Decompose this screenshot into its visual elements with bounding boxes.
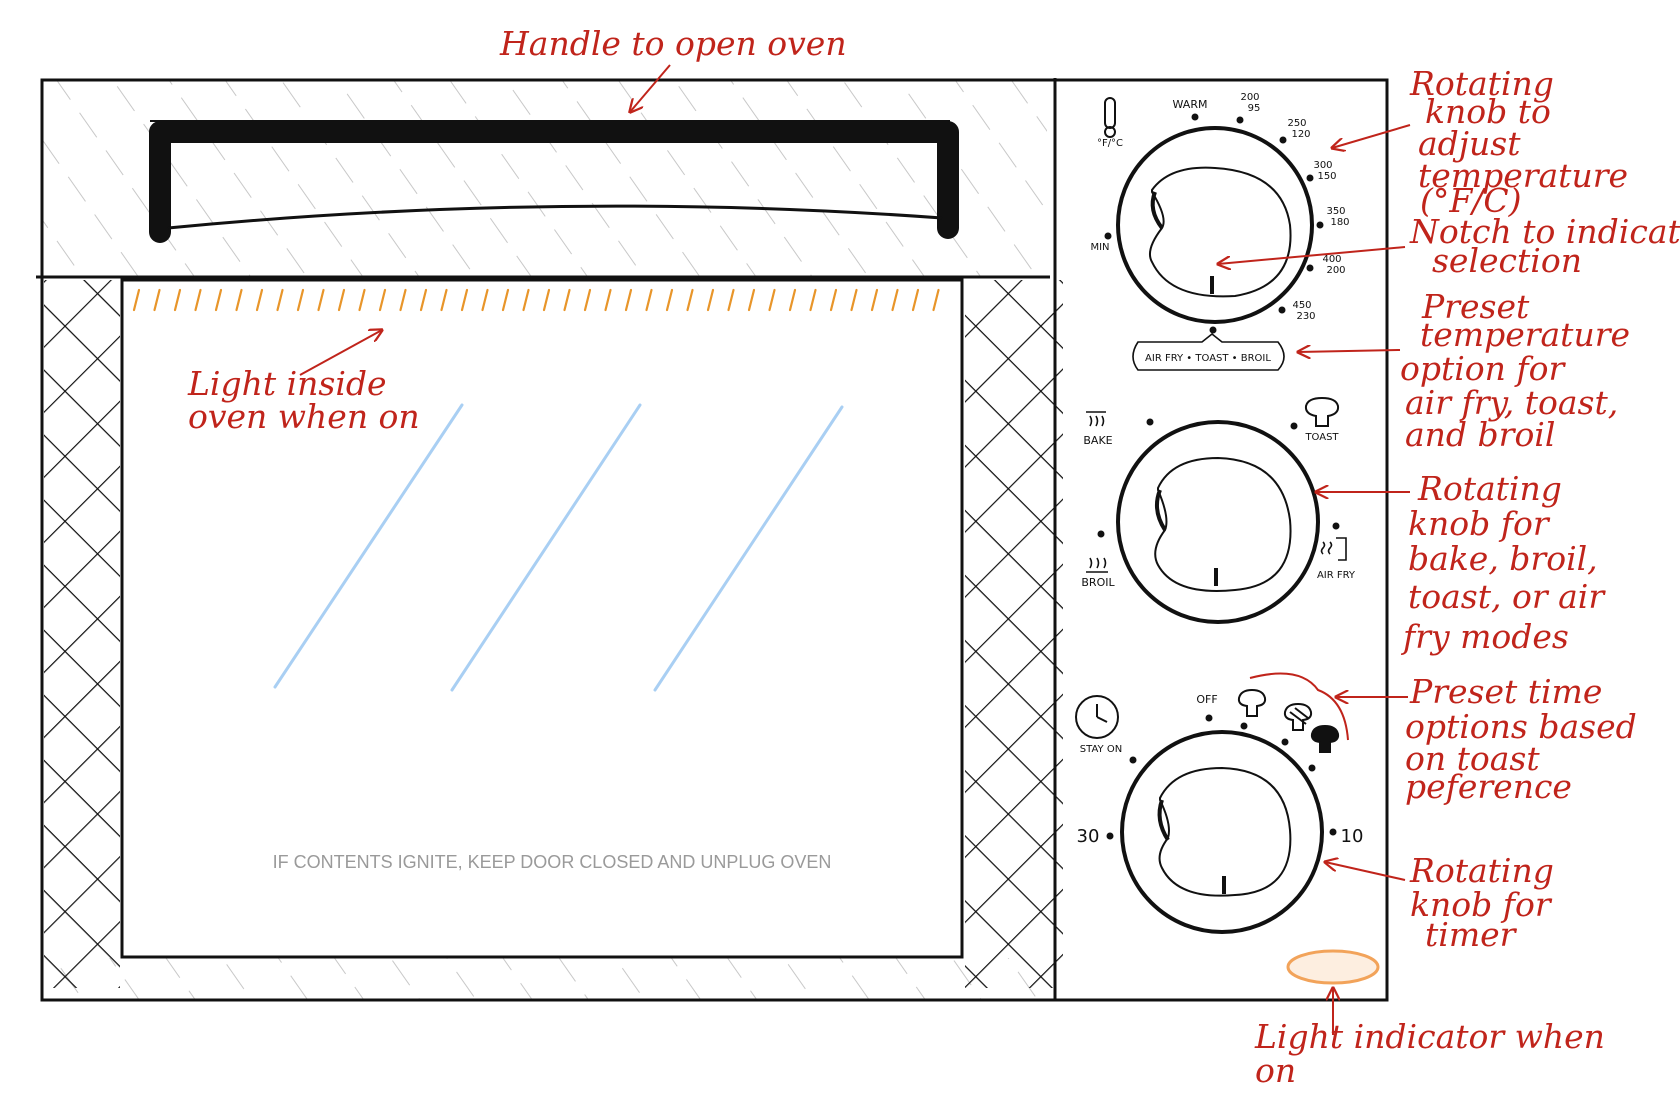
bake-label: BAKE — [1083, 434, 1112, 447]
svg-text:on: on — [1255, 1051, 1296, 1090]
annotation-preset-temp: Preset temperature option for air fry, t… — [1298, 287, 1630, 454]
temp-tick-c: 200 — [1326, 265, 1345, 276]
svg-text:and broil: and broil — [1405, 415, 1555, 454]
svg-text:bake, broil,: bake, broil, — [1408, 539, 1598, 578]
preset-temperature-label: AIR FRY • TOAST • BROIL — [1133, 334, 1284, 370]
broil-heat-icon — [1086, 558, 1108, 572]
bottom-hatch-area — [42, 958, 1047, 1000]
timer-30-label: 30 — [1077, 826, 1100, 847]
temp-tick-f: 250 — [1287, 118, 1306, 129]
control-panel: °F/°C WARM MIN 2009525012030015035018040… — [1076, 92, 1378, 983]
temp-tick-c: 230 — [1296, 311, 1315, 322]
thermometer-icon — [1105, 98, 1115, 137]
door-warning-text: IF CONTENTS IGNITE, KEEP DOOR CLOSED AND… — [273, 852, 832, 872]
air-fry-label: AIR FRY — [1317, 570, 1356, 581]
svg-text:fry modes: fry modes — [1400, 617, 1569, 656]
temp-warm-label: WARM — [1173, 98, 1208, 111]
temp-min-label: MIN — [1090, 242, 1109, 253]
bake-heat-icon — [1086, 412, 1106, 426]
svg-text:Rotating: Rotating — [1417, 469, 1562, 508]
temp-tick-c: 95 — [1248, 103, 1261, 114]
power-indicator-light — [1288, 951, 1378, 983]
temperature-knob[interactable] — [1118, 128, 1312, 322]
annotation-indicator: Light indicator when on — [1254, 988, 1605, 1090]
temperature-knob-group: °F/°C WARM MIN 2009525012030015035018040… — [1090, 92, 1349, 370]
timer-knob-group: STAY ON OFF 30 — [1076, 674, 1363, 932]
svg-text:Light indicator when: Light indicator when — [1254, 1017, 1605, 1056]
clock-icon — [1076, 696, 1118, 738]
temp-tick-f: 450 — [1292, 300, 1311, 311]
timer-off-label: OFF — [1196, 693, 1217, 706]
right-crosshatch-panel — [965, 280, 1063, 988]
annotation-preset-time: Preset time options based on toast pefer… — [1336, 672, 1637, 806]
temp-tick-f: 200 — [1240, 92, 1259, 103]
left-crosshatch-panel — [44, 280, 120, 988]
temp-tick-c: 150 — [1317, 171, 1336, 182]
timer-10-label: 10 — [1341, 826, 1364, 847]
svg-text:peference: peference — [1405, 767, 1572, 806]
toast-label: TOAST — [1304, 432, 1339, 443]
mode-knob-group: BAKE TOAST BROIL AIR FRY — [1081, 398, 1356, 622]
svg-text:toast, or air: toast, or air — [1408, 577, 1606, 616]
medium-toast-icon — [1285, 704, 1311, 730]
temp-unit-label: °F/°C — [1097, 138, 1123, 149]
top-hatch-area — [42, 80, 1047, 277]
toast-icon — [1306, 398, 1338, 426]
temp-tick-f: 350 — [1326, 206, 1345, 217]
svg-text:AIR FRY • TOAST • BROIL: AIR FRY • TOAST • BROIL — [1145, 353, 1271, 364]
svg-text:Preset time: Preset time — [1409, 672, 1602, 711]
broil-label: BROIL — [1081, 576, 1115, 589]
annotation-handle: Handle to open oven — [499, 24, 847, 63]
svg-text:timer: timer — [1425, 915, 1518, 954]
mode-knob[interactable] — [1118, 422, 1318, 622]
timer-knob[interactable] — [1122, 732, 1322, 932]
temp-tick-f: 300 — [1313, 160, 1332, 171]
svg-text:knob for: knob for — [1408, 504, 1551, 543]
annotation-timer-knob: Rotating knob for timer — [1325, 851, 1554, 954]
light-toast-icon — [1239, 690, 1265, 716]
air-fry-icon — [1322, 538, 1347, 560]
temp-tick-f: 400 — [1322, 254, 1341, 265]
temp-tick-c: 180 — [1330, 217, 1349, 228]
dark-toast-icon — [1312, 726, 1338, 752]
stay-on-label: STAY ON — [1080, 744, 1122, 755]
temp-tick-c: 120 — [1291, 129, 1310, 140]
svg-text:oven when on: oven when on — [188, 397, 420, 436]
svg-text:selection: selection — [1432, 241, 1582, 280]
annotation-mode-knob: Rotating knob for bake, broil, toast, or… — [1316, 469, 1606, 656]
annotation-temp-knob: Rotating knob to adjust temperature (°F/… — [1332, 64, 1628, 220]
